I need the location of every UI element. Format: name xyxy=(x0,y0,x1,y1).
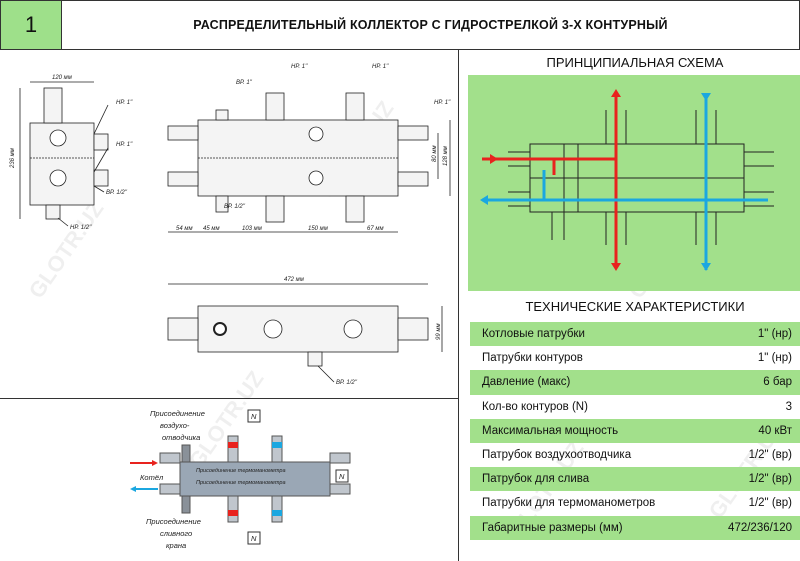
label-np1-side2: НР. 1" xyxy=(116,142,133,148)
spec-label: Габаритные размеры (мм) xyxy=(470,515,701,540)
dim-128: 128 мм xyxy=(443,146,449,166)
dim-45: 45 мм xyxy=(203,226,220,232)
spec-label: Кол-во контуров (N) xyxy=(482,400,588,413)
table-row: Кол-во контуров (N) 3 xyxy=(470,395,800,419)
table-row: Габаритные размеры (мм)472/236/120 xyxy=(470,515,800,540)
divider-vertical xyxy=(458,50,459,561)
thermo-label-2: Присоединение термоманометра xyxy=(196,480,286,486)
spec-value: 3 xyxy=(785,400,792,413)
spec-value: 40 кВт xyxy=(700,418,800,443)
divider-horizontal xyxy=(0,398,458,399)
schema-diagram xyxy=(480,89,774,271)
connection-illustration: Котёл N N N Присоединение термоманометра… xyxy=(130,409,351,550)
technical-drawing: 120 мм 236 мм НР. 1" НР. 1" ВР. 1/2'' НР… xyxy=(10,64,451,386)
label-np1-side: НР. 1" xyxy=(116,100,133,106)
label-np1-top1: НР. 1'' xyxy=(291,64,308,70)
thermo-label-1: Присоединение термоманометра xyxy=(196,468,286,474)
dim-67: 67 мм xyxy=(367,226,384,232)
spec-label: Максимальная мощность xyxy=(470,418,701,443)
air-vent-label-2: воздухо- xyxy=(160,421,190,430)
spec-label: Патрубки для термоманометров xyxy=(482,497,656,510)
drain-label-1: Присоединение xyxy=(146,517,201,526)
schema-title: ПРИНЦИПИАЛЬНАЯ СХЕМА xyxy=(546,55,724,70)
label-np1-top2: НР. 1'' xyxy=(372,64,389,70)
top-view xyxy=(167,283,443,367)
front-view xyxy=(167,92,429,233)
boiler-label: Котёл xyxy=(140,473,164,482)
dim-472: 472 мм xyxy=(284,277,304,283)
label-vr12-side: ВР. 1/2'' xyxy=(106,190,128,196)
label-vr12-top: ВР. 1/2'' xyxy=(336,380,358,386)
table-row: Патрубки контуров 1" (нр) xyxy=(470,346,800,370)
label-vr12-front: ВР. 1/2'' xyxy=(224,204,246,210)
sheet-number: 1 xyxy=(0,0,62,50)
drain-label-2: сливного xyxy=(160,529,192,538)
principal-schema xyxy=(468,75,800,291)
spec-value: 1/2" (вр) xyxy=(700,467,800,492)
spec-value: 472/236/120 xyxy=(700,515,800,540)
table-row: Патрубок воздухоотводчика 1/2" (вр) xyxy=(470,443,800,467)
spec-value: 1/2" (вр) xyxy=(748,497,792,510)
table-row: Давление (макс)6 бар xyxy=(470,370,800,395)
table-row: Патрубки для термоманометров 1/2" (вр) xyxy=(470,491,800,515)
dim-236: 236 мм xyxy=(10,148,16,169)
spec-value: 1" (нр) xyxy=(757,352,792,365)
n-badge-bottom: N xyxy=(251,534,257,543)
label-np1-right: НР. 1" xyxy=(434,100,451,106)
spec-value: 1" (нр) xyxy=(700,322,800,347)
dim-54: 54 мм xyxy=(176,226,193,232)
air-vent-label-1: Присоединение xyxy=(150,409,205,418)
spec-label: Давление (макс) xyxy=(470,370,701,395)
spec-value: 1/2" (вр) xyxy=(748,449,792,462)
n-badge-top: N xyxy=(251,412,257,421)
air-vent-label-3: отводчика xyxy=(162,433,200,442)
specs-title: ТЕХНИЧЕСКИЕ ХАРАКТЕРИСТИКИ xyxy=(525,299,745,314)
dim-120: 120 мм xyxy=(52,75,72,81)
dim-80: 80 мм xyxy=(432,145,438,162)
spec-label: Патрубок воздухоотводчика xyxy=(482,449,632,462)
spec-value: 6 бар xyxy=(700,370,800,395)
n-badge-right: N xyxy=(339,472,345,481)
label-vr1: ВР. 1" xyxy=(236,80,253,86)
dim-103: 103 мм xyxy=(242,226,262,232)
drain-label-3: крана xyxy=(166,541,186,550)
spec-label: Патрубок для слива xyxy=(470,467,701,492)
label-np12-side: НР. 1/2'' xyxy=(70,225,92,231)
dim-99: 99 мм xyxy=(436,323,442,340)
spec-label: Патрубки контуров xyxy=(482,352,583,365)
side-view xyxy=(19,81,109,220)
dim-150: 150 мм xyxy=(308,226,328,232)
spec-label: Котловые патрубки xyxy=(470,322,701,347)
